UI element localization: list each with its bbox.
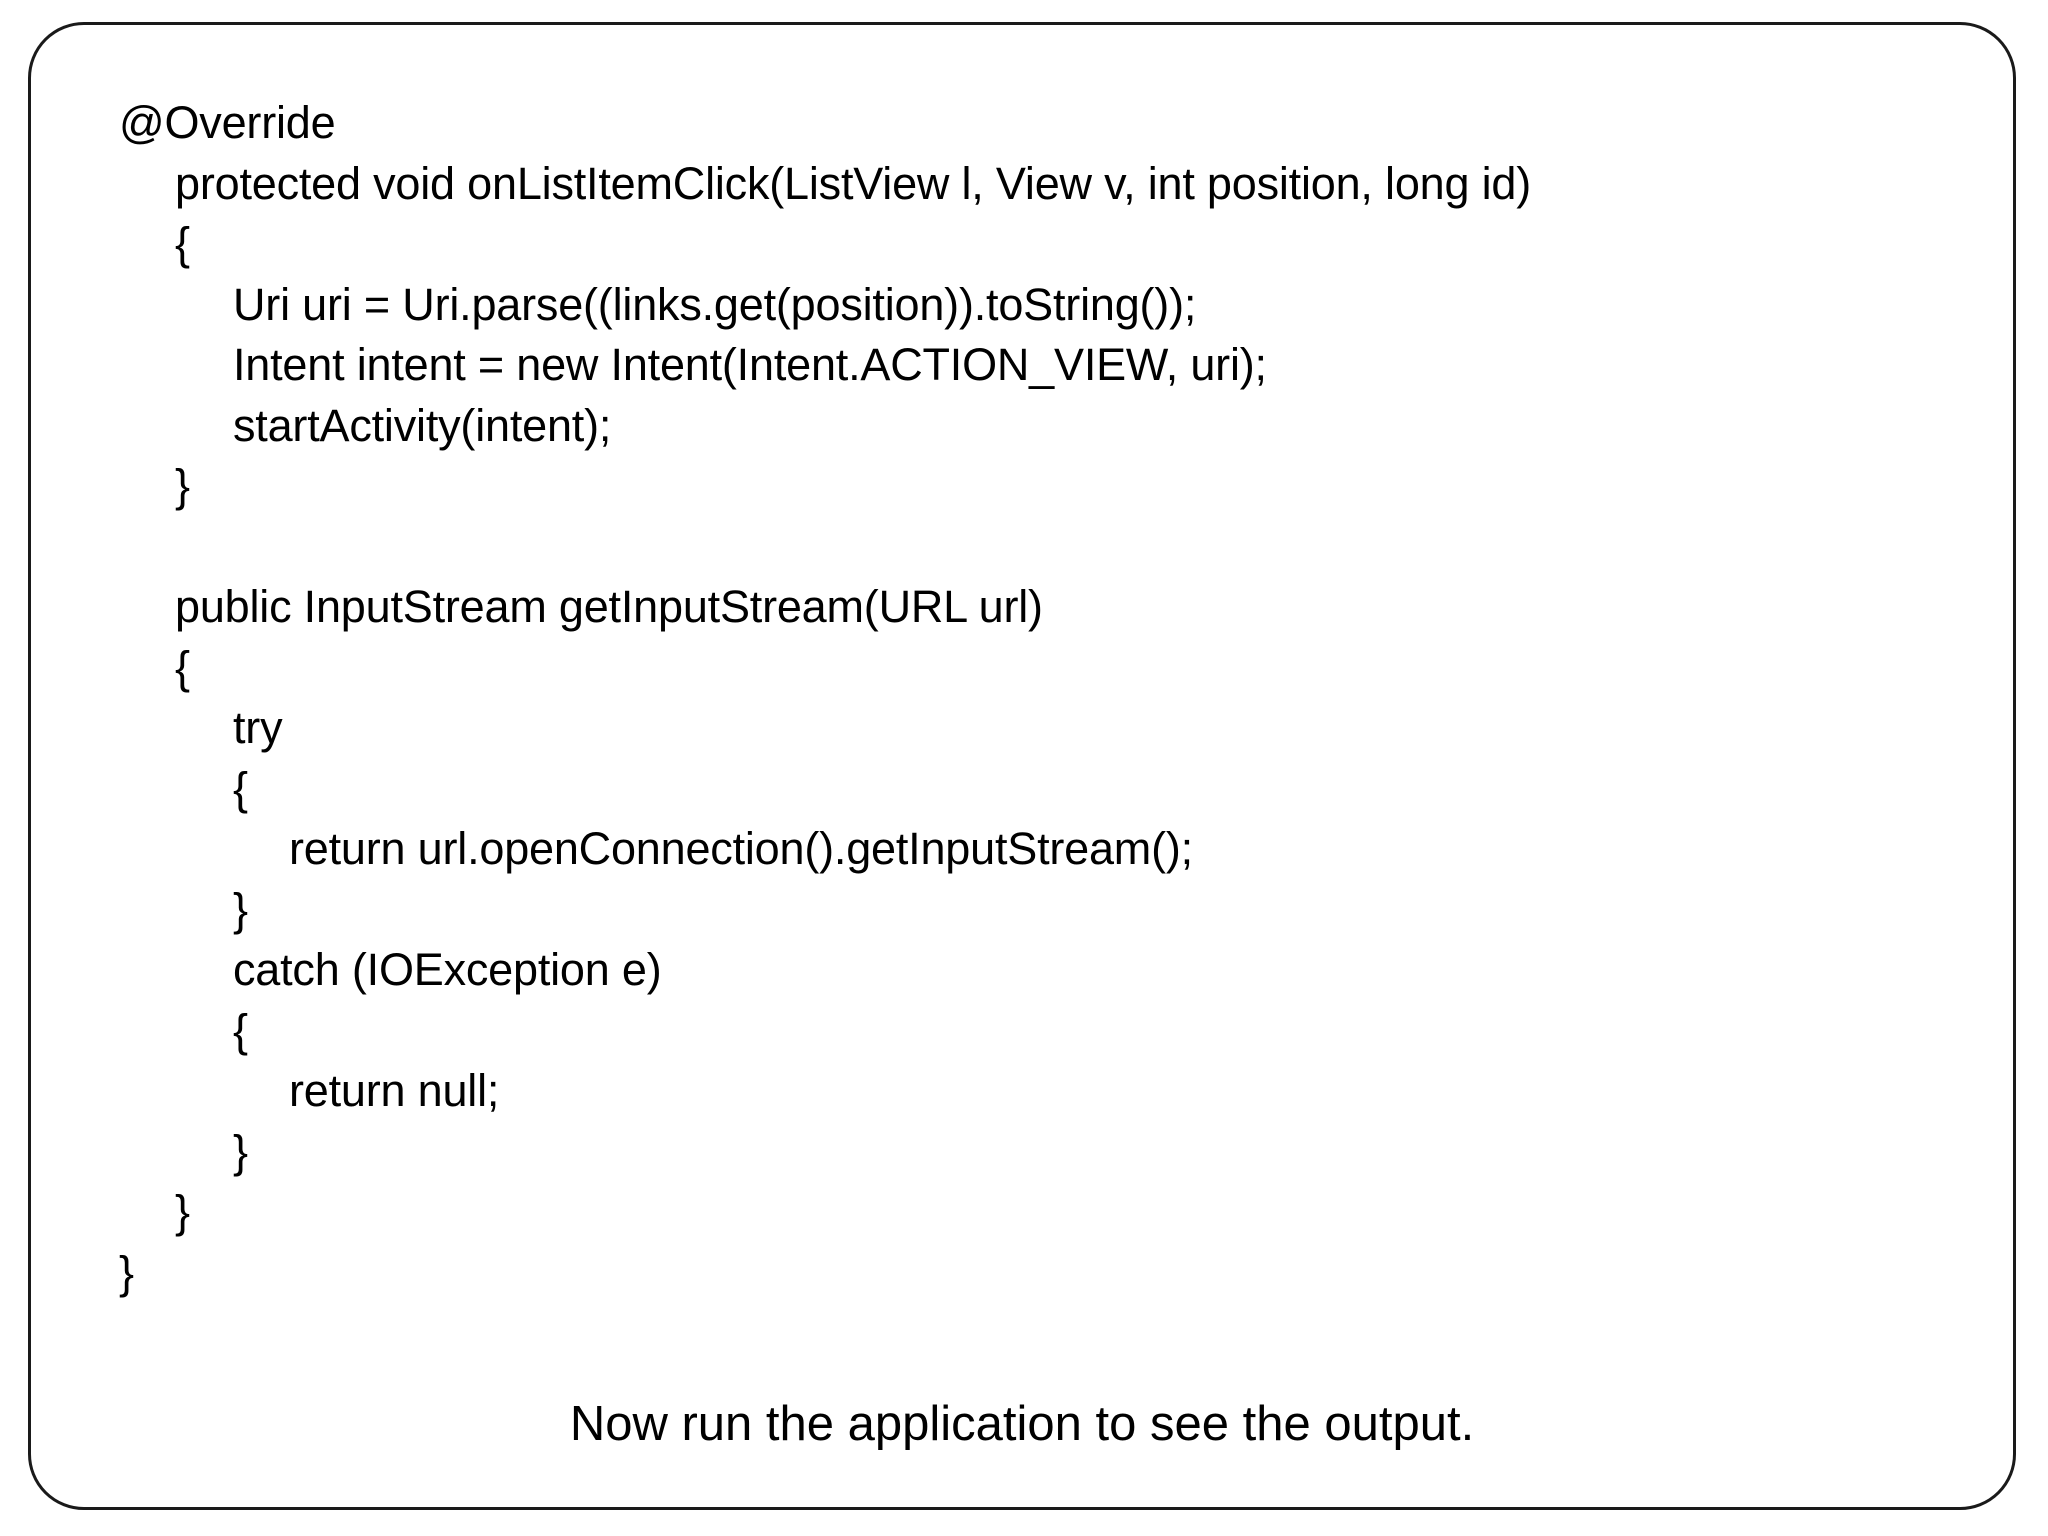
code-line: @Override	[119, 97, 336, 148]
code-line: }	[175, 460, 190, 511]
code-line: {	[175, 641, 190, 693]
code-line: protected void onListItemClick(ListView …	[175, 157, 1532, 209]
code-line: startActivity(intent);	[233, 399, 612, 451]
code-line-blank	[119, 517, 1949, 578]
code-line: Uri uri = Uri.parse((links.get(position)…	[233, 278, 1197, 330]
code-line: }	[233, 1125, 248, 1177]
code-line: }	[233, 883, 248, 935]
code-line: {	[175, 218, 190, 269]
code-line: catch (IOException e)	[233, 944, 662, 995]
slide-frame: @Override protected void onListItemClick…	[28, 22, 2016, 1510]
code-line: {	[233, 762, 248, 814]
code-block: @Override protected void onListItemClick…	[119, 93, 1949, 1303]
code-line: }	[119, 1246, 134, 1298]
code-line: return url.openConnection().getInputStre…	[289, 823, 1193, 874]
code-line: }	[175, 1186, 190, 1237]
code-line: try	[233, 702, 283, 753]
code-line: public InputStream getInputStream(URL ur…	[175, 581, 1043, 632]
code-line: {	[233, 1004, 248, 1056]
code-line: Intent intent = new Intent(Intent.ACTION…	[233, 339, 1267, 390]
slide-caption: Now run the application to see the outpu…	[569, 1397, 1475, 1451]
code-line: return null;	[289, 1065, 500, 1116]
